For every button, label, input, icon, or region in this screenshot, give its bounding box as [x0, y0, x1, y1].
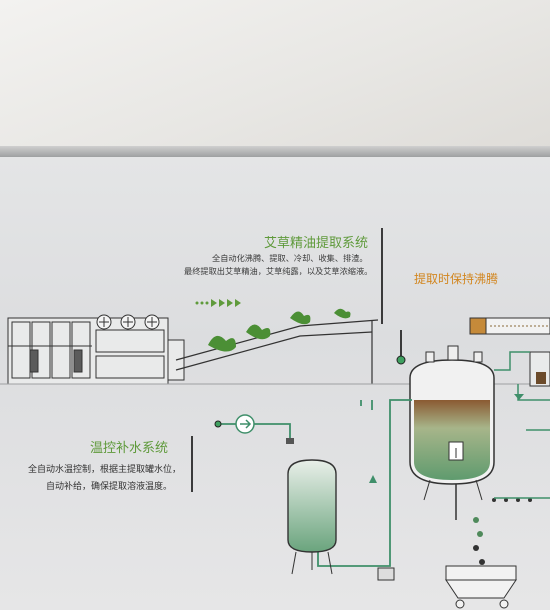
water-desc-line-1: 全自动水温控制，根据主提取罐水位，	[28, 465, 182, 475]
conveyor-belt	[175, 319, 379, 384]
water-sensor	[214, 420, 222, 428]
water-desc-line-2: 自动补给，确保提取溶液温度。	[46, 482, 173, 492]
extraction-tank	[409, 345, 495, 520]
extraction-desc-line-1: 全自动化沸腾、提取、冷却、收集、排渣。	[212, 253, 368, 263]
flow-arrows-green	[195, 299, 241, 307]
callout-lines	[191, 228, 402, 492]
mugwort-leaves	[208, 308, 351, 352]
pump-icon	[235, 414, 255, 434]
water-system-title: 温控补水系统	[90, 441, 169, 456]
extraction-desc-line-2: 最终提取出艾草精油，艾草纯露，以及艾草浓缩液。	[184, 266, 373, 276]
dryer-machine	[7, 314, 185, 385]
valve	[286, 438, 294, 444]
flow-arrow-up	[369, 475, 377, 483]
water-tank	[287, 459, 395, 581]
extraction-system-title: 艾草精油提取系统	[264, 236, 369, 251]
discharge-drops	[473, 498, 532, 565]
panel-top-edge	[0, 146, 550, 158]
condenser-unit	[469, 317, 550, 499]
sensor-indicator	[396, 355, 406, 365]
room-wall	[0, 0, 550, 152]
boiling-title: 提取时保持沸腾	[414, 272, 499, 286]
residue-cart	[445, 565, 517, 609]
